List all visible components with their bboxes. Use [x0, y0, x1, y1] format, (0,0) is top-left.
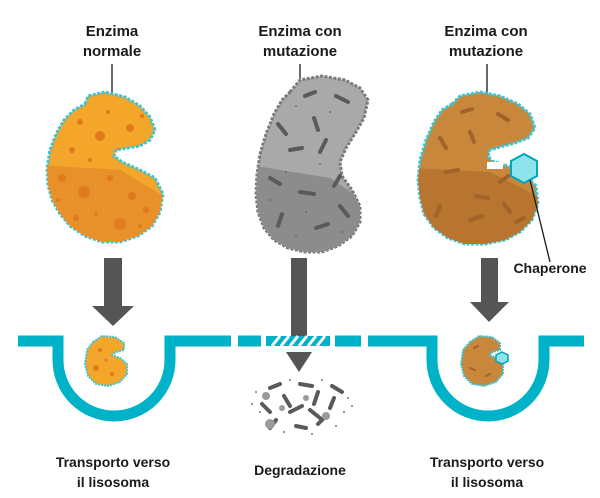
panel-mutated-enzyme — [251, 64, 370, 435]
rescued-enzyme-shape — [416, 90, 540, 246]
membrane-damaged-segment — [266, 335, 330, 347]
title-line: Enzima con — [444, 23, 528, 40]
down-arrow-icon — [286, 352, 312, 372]
title-line: Enzima con — [258, 23, 342, 40]
title-line: normale — [82, 43, 142, 60]
title-mutated-enzyme: Enzima con mutazione — [230, 22, 370, 62]
title-line: mutazione — [448, 43, 524, 60]
lysosome-pocket-left — [18, 335, 231, 422]
chaperone-text: Chaperone — [513, 260, 587, 276]
caption-center: Degradazione — [222, 460, 378, 480]
caption-line: Transporto verso — [55, 454, 171, 470]
title-line: mutazione — [262, 43, 338, 60]
panel-rescued-enzyme — [416, 64, 551, 322]
chaperone-leader-line — [529, 179, 551, 263]
title-rescued-enzyme: Enzima con mutazione — [416, 22, 556, 62]
mutated-enzyme-shape — [254, 74, 370, 254]
normal-enzyme-shape — [45, 90, 165, 244]
title-normal-enzyme: Enzima normale — [52, 22, 172, 62]
arrow-shaft — [291, 258, 307, 336]
chaperone-label: Chaperone — [502, 258, 598, 278]
lysosome-pocket-right — [368, 335, 584, 422]
down-arrow-icon — [470, 258, 509, 322]
small-normal-enzyme — [83, 334, 128, 388]
panel-normal-enzyme — [45, 64, 165, 326]
small-rescued-enzyme — [459, 334, 509, 388]
down-arrow-icon — [92, 258, 134, 326]
caption-left: Transporto verso il lisosoma — [28, 452, 198, 492]
caption-line: il lisosoma — [450, 474, 524, 490]
hexagon-icon — [495, 351, 509, 365]
caption-right: Transporto verso il lisosoma — [402, 452, 572, 492]
degraded-fragments — [251, 379, 353, 435]
caption-line: Degradazione — [254, 462, 346, 478]
caption-line: il lisosoma — [76, 474, 150, 490]
membrane — [18, 335, 584, 422]
hexagon-icon — [510, 152, 538, 185]
caption-line: Transporto verso — [429, 454, 545, 470]
title-line: Enzima — [85, 23, 139, 40]
